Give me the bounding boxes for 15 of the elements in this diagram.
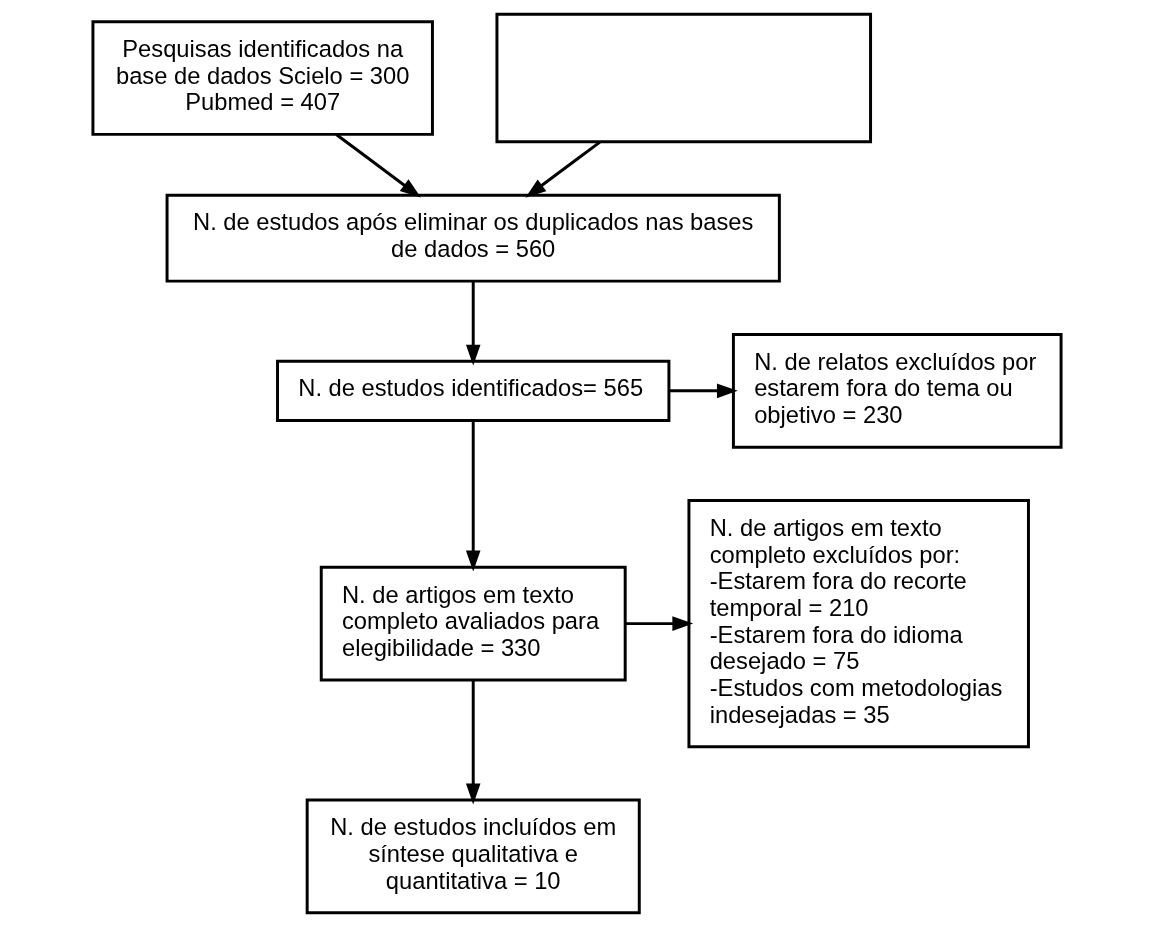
arrow	[668, 383, 738, 399]
arrow	[624, 616, 693, 631]
node-box: Pesquisas identificados na base de dados Scielo = 300 Pubmed = 407	[90, 20, 434, 136]
arrow	[334, 133, 421, 198]
node-box: N. de estudos identificados= 565	[275, 359, 670, 422]
node-box: N. de artigos em texto completo avaliados para elegibilidade = 330	[319, 565, 627, 682]
arrow	[465, 281, 480, 366]
arrow	[465, 420, 480, 572]
node-box: N. de artigos em texto completo excluídos por: -Estarem fora do recorte temporal = 210 -Estarem fora do idioma desejado = 75 -Estudos com metodologias indesejadas = 35	[686, 499, 1030, 749]
node-box: N. de relatos excluídos por estarem fora do tema ou objetivo = 230	[731, 333, 1063, 449]
arrow	[465, 680, 480, 805]
arrow	[524, 140, 601, 198]
node-box: N. de estudos após eliminar os duplicados nas bases de dados = 560	[165, 193, 781, 283]
node-box: N. de estudos incluídos em síntese qualitativa e quantitativa = 10	[305, 798, 641, 915]
node-box	[494, 12, 872, 144]
